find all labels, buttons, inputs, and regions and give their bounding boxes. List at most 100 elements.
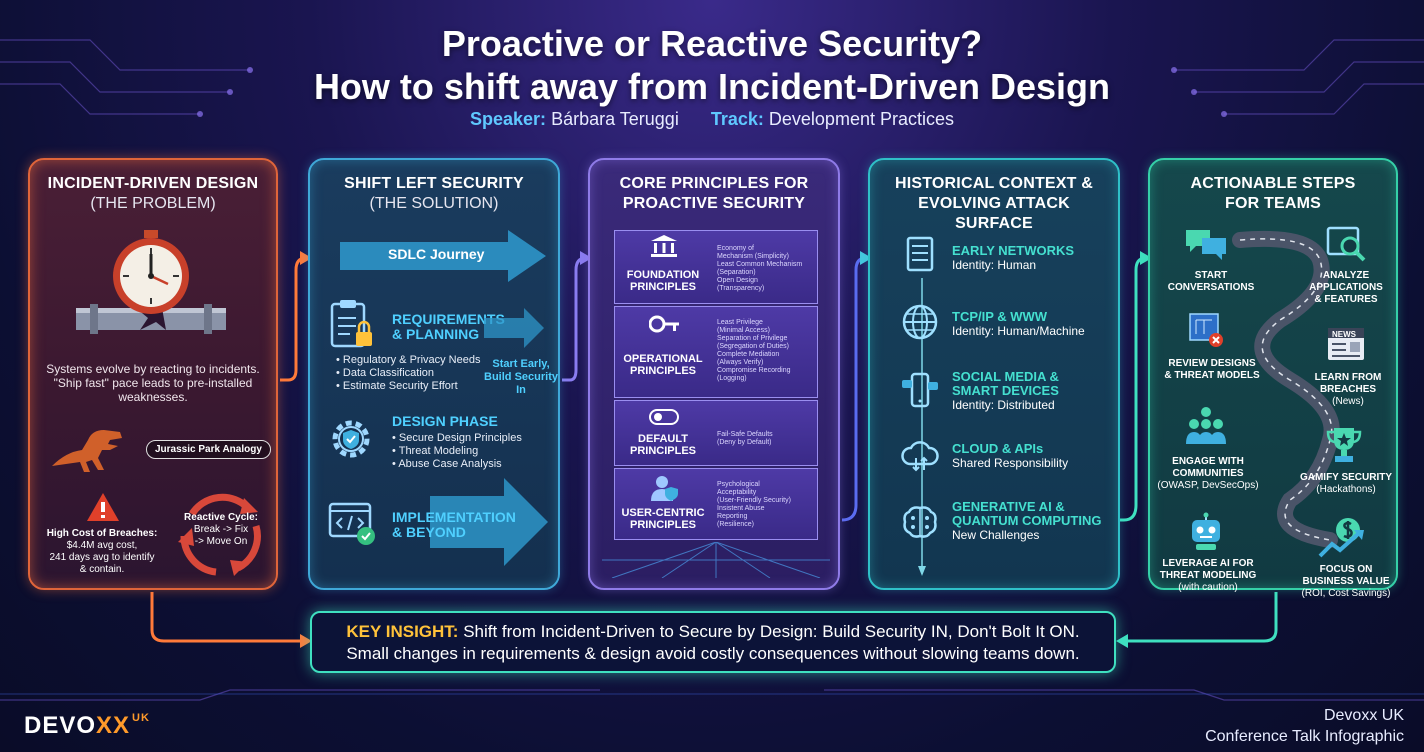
insight-text2: Small changes in requirements & design a… — [346, 644, 1080, 663]
step-line3: (News) — [1332, 396, 1364, 407]
solution-title: SHIFT LEFT SECURITY — [344, 175, 524, 192]
problem-description: Systems evolve by reacting to incidents.… — [46, 362, 260, 404]
step-line1: START — [1194, 270, 1228, 281]
t-rex-icon — [52, 430, 122, 472]
era-name: CLOUD & APIs — [952, 441, 1044, 456]
step-line3: (ROI, Cost Savings) — [1301, 588, 1391, 599]
history-title-line2: EVOLVING ATTACK SURFACE — [918, 195, 1070, 232]
tier-items: Fail-Safe Defaults (Deny by Default) — [717, 431, 817, 447]
tier-item: Complete Mediation — [717, 351, 780, 358]
tier-label: USER-CENTRIC PRINCIPLES — [615, 507, 711, 531]
tier-label-line1: USER-CENTRIC — [621, 507, 705, 519]
tier-foundation: FOUNDATION PRINCIPLES Economy of Mechani… — [614, 230, 818, 304]
speaker-name: Bárbara Teruggi — [551, 109, 679, 129]
step-analyze: ANALYZE APPLICATIONS & FEATURES — [1296, 270, 1396, 306]
era-detail: Shared Responsibility — [952, 456, 1069, 470]
smartphone-icon — [902, 372, 938, 408]
title-line1: Proactive or Reactive Security? — [441, 23, 983, 64]
cycle-title: Reactive Cycle: — [184, 512, 258, 523]
list-item: Secure Design Principles — [392, 432, 522, 445]
start-early-line1: Start Early, — [492, 358, 550, 370]
tier-label-line1: OPERATIONAL — [623, 353, 703, 365]
history-title: HISTORICAL CONTEXT & EVOLVING ATTACK SUR… — [882, 174, 1106, 234]
tier-label: FOUNDATION PRINCIPLES — [615, 269, 711, 293]
design-title: DESIGN PHASE — [392, 413, 498, 429]
jurassic-park-badge: Jurassic Park Analogy — [146, 440, 271, 459]
list-item: Estimate Security Effort — [336, 380, 480, 393]
tier-item: (Always Verify) — [717, 359, 764, 366]
tier-label: DEFAULT PRINCIPLES — [615, 433, 711, 457]
key-insight-box: KEY INSIGHT: Shift from Incident-Driven … — [310, 611, 1116, 673]
tier-item: (Segregation of Duties) — [717, 343, 789, 350]
network-base-decoration — [602, 542, 830, 578]
tier-label-line2: PRINCIPLES — [629, 281, 696, 293]
step-line1: ANALYZE — [1322, 270, 1370, 281]
start-early-note: Start Early, Build Security In — [480, 358, 562, 397]
toggle-icon — [649, 409, 679, 425]
clipboard-lock-icon — [330, 300, 372, 348]
pillars-icon — [651, 235, 677, 257]
stopwatch-broken-pipe-icon — [76, 230, 226, 334]
tier-label-line1: FOUNDATION — [626, 269, 700, 281]
step-line1: LEARN FROM — [1314, 372, 1382, 383]
era-detail: Identity: Distributed — [952, 398, 1055, 412]
logo-part2: XX — [96, 712, 131, 739]
step-line1: GAMIFY SECURITY — [1299, 472, 1393, 483]
tier-items: Least Privilege (Minimal Access) Separat… — [717, 319, 817, 383]
tier-item: Psychological — [717, 481, 760, 488]
step-line2: CONVERSATIONS — [1167, 282, 1255, 293]
era-name-line2: QUANTUM COMPUTING — [952, 513, 1102, 528]
tier-default: DEFAULT PRINCIPLES Fail-Safe Defaults (D… — [614, 400, 818, 466]
user-shield-icon — [651, 476, 678, 501]
tier-label: OPERATIONAL PRINCIPLES — [615, 353, 711, 377]
steps-title-line1: ACTIONABLE STEPS — [1190, 175, 1356, 192]
tier-operational: OPERATIONAL PRINCIPLES Least Privilege (… — [614, 306, 818, 398]
era-detail: Identity: Human/Machine — [952, 324, 1085, 338]
title-line2: How to shift away from Incident-Driven D… — [313, 66, 1111, 107]
step-line1: FOCUS ON — [1319, 564, 1373, 575]
key-icon — [649, 315, 679, 333]
steps-title-line2: FOR TEAMS — [1224, 195, 1322, 212]
tier-item: Insistent Abuse — [717, 505, 765, 512]
tier-item: Compromise Recording — [717, 367, 791, 374]
tier-item: Separation of Privilege — [717, 335, 788, 342]
step-line2: APPLICATIONS — [1309, 282, 1383, 293]
problem-title: INCIDENT-DRIVEN DESIGN — [47, 175, 259, 192]
news-badge: NEWS — [1332, 330, 1356, 339]
cost-title: High Cost of Breaches: — [46, 528, 158, 539]
era-name: TCP/IP & WWW — [952, 309, 1048, 324]
solution-subtitle: (THE SOLUTION) — [369, 195, 499, 212]
problem-subtitle: (THE PROBLEM) — [90, 195, 216, 212]
logo-part1: DEVO — [24, 712, 97, 739]
tier-label-line2: PRINCIPLES — [629, 365, 696, 377]
magnify-window-icon — [1326, 226, 1366, 262]
list-item: Regulatory & Privacy Needs — [336, 354, 481, 367]
cost-block: High Cost of Breaches: $4.4M avg cost, 2… — [34, 528, 170, 576]
cycle-block: Reactive Cycle: Break -> Fix -> Move On — [180, 512, 262, 548]
list-item: Data Classification — [336, 367, 480, 380]
tier-label-line2: PRINCIPLES — [629, 519, 696, 531]
step-line3: & FEATURES — [1314, 294, 1378, 305]
chat-bubbles-icon — [1186, 230, 1226, 260]
logo-sup: UK — [132, 712, 150, 724]
principles-title-line2: PROACTIVE SECURITY — [622, 195, 806, 212]
implementation-arrow — [430, 478, 548, 566]
insight-line1: KEY INSIGHT: Shift from Incident-Driven … — [312, 621, 1114, 643]
track-name: Development Practices — [768, 109, 954, 129]
panel-principles: CORE PRINCIPLES FOR PROACTIVE SECURITY F… — [588, 158, 840, 590]
tier-label-line2: PRINCIPLES — [629, 445, 696, 457]
panel-problem: INCIDENT-DRIVEN DESIGN (THE PROBLEM) Sys… — [28, 158, 278, 590]
era-detail: New Challenges — [952, 528, 1040, 542]
track-label: Track: — [710, 109, 764, 129]
era-cloud: CLOUD & APIs Shared Responsibility — [952, 441, 1069, 471]
step-line1: ENGAGE WITH — [1172, 456, 1244, 467]
speaker-track-line: Speaker: Bárbara Teruggi Track: Developm… — [0, 109, 1424, 130]
step-line3: (with caution) — [1178, 582, 1238, 593]
tier-item: Least Common Mechanism — [717, 261, 803, 268]
step-leverage-ai: LEVERAGE AI FOR THREAT MODELING (with ca… — [1154, 558, 1262, 594]
tier-items: Psychological Acceptability (User-Friend… — [717, 481, 817, 529]
history-title-line1: HISTORICAL CONTEXT & — [894, 175, 1094, 192]
warning-icon — [87, 493, 119, 521]
tier-item: (User-Friendly Security) — [717, 497, 791, 504]
step-gamify: GAMIFY SECURITY (Hackathons) — [1294, 472, 1398, 496]
